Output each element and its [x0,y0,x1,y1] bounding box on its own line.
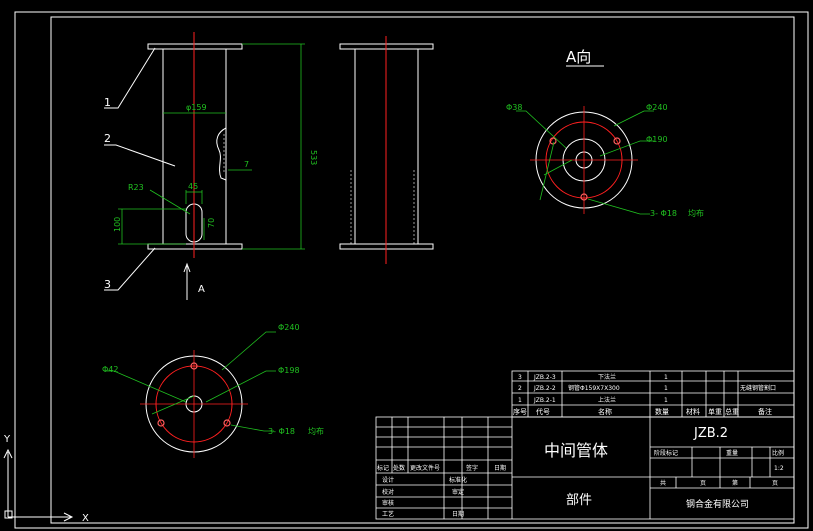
view-a-outer-dia: Φ240 [646,103,668,112]
rev-count: 处数 [393,464,405,472]
ucs-icon [3,448,74,522]
view-a-note-suffix: 均布 [688,208,704,218]
bom-row1-code: JZB.2-1 [533,397,556,404]
bottom-hole-dia: Φ42 [102,365,118,374]
bottom-flange [147,243,243,250]
bottom-pcd: Φ198 [278,366,300,375]
bom-row3-code: JZB.2-3 [533,374,556,381]
view-a-bolt-hole-dia: Φ38 [506,103,522,112]
title-block: 标记 处数 更改文件号 签字 日期 设计 校对 审核 工艺 标准化 审定 日期 … [375,416,795,520]
bom-row2-name: 钢管Φ159X7X300 [568,384,620,392]
ucs-y-label: Y [3,434,11,445]
drawing-number: JZB.2 [693,426,728,441]
bom-row2-code: JZB.2-2 [533,385,556,392]
view-a: Φ38 Φ240 Φ190 3- Φ18 均布 [506,103,704,218]
bom-header-material: 材料 [686,407,700,416]
role-review: 审核 [382,499,394,507]
part-name: 中间管体 [544,441,608,460]
bottom-outer-dia: Φ240 [278,323,300,332]
bom-row3-qty: 1 [664,374,668,381]
ucs-x-label: X [82,513,89,524]
bom-row1-name: 上法兰 [598,396,616,404]
rev-date: 日期 [494,464,506,472]
bom-row1-no: 1 [518,397,522,404]
rev-mark: 标记 [377,464,389,472]
side-view [339,36,434,264]
slot [185,203,203,243]
bottom-view: Φ240 Φ42 Φ198 3- Φ18 均布 [102,323,324,458]
bom-row2-qty: 1 [664,385,668,392]
bom-row2-note: 无缝钢管割口 [740,384,776,392]
bom-header-no: 序号 [513,407,527,416]
bottom-note-suffix: 均布 [308,426,324,436]
view-a-note: 3- Φ18 [650,209,677,218]
stage-label: 阶段标记 [654,449,678,457]
bom-header-note: 备注 [758,407,772,416]
bom-row1-qty: 1 [664,397,668,404]
wall-cutout [216,127,227,181]
bom-header-unit-weight: 单重 [708,407,722,416]
approve-label: 审定 [452,488,464,496]
std-label: 标准化 [449,476,467,484]
role-check: 校对 [382,488,394,496]
scale-value: 1:2 [774,465,784,472]
dim-weld: 7 [244,160,249,169]
sheet-unit-2: 页 [772,480,778,487]
role-process: 工艺 [382,510,394,518]
dim-pipe-diameter: φ159 [186,103,207,112]
bom-header-code: 代号 [536,407,550,416]
dim-slot-inner: 70 [207,218,216,228]
sheet-total-label: 共 [660,479,666,487]
callout-part-1: 1 [104,96,111,109]
bom-row3-name: 下法兰 [598,373,616,381]
company-name: 钢合金有限公司 [686,498,749,510]
rev-sign: 签字 [466,464,478,472]
view-a-pcd: Φ190 [646,135,668,144]
dim-slot-radius: R23 [128,183,144,192]
bom-row2-no: 2 [518,385,522,392]
callout-part-2: 2 [104,132,111,145]
callout-part-3: 3 [104,278,111,291]
weight-label: 重量 [726,449,738,457]
bom-row3-no: 3 [518,374,522,381]
view-arrow-label: A [198,284,205,295]
bom-header-name: 名称 [598,407,612,416]
sheet-unit-1: 页 [700,480,706,487]
dim-slot-height: 100 [113,217,122,232]
dim-slot-width: 45 [188,182,198,191]
role-design: 设计 [382,476,394,484]
dim-height: 533 [309,150,318,165]
category: 部件 [566,493,592,508]
bottom-note: 3- Φ18 [268,427,295,436]
bom-table: 3 JZB.2-3 下法兰 1 2 JZB.2-2 钢管Φ159X7X300 1… [511,370,795,418]
view-a-title: A向 [566,48,591,66]
sheet-no-label: 第 [732,479,738,487]
rev-file: 更改文件号 [410,464,440,472]
date-label: 日期 [452,510,464,518]
top-flange [147,43,243,50]
drawing-frame [14,11,809,529]
bom-header-total-weight: 总重 [725,407,739,416]
bom-header-qty: 数量 [655,407,669,416]
scale-label: 比例 [772,449,784,457]
front-view: φ159 533 R23 45 100 70 7 A 1 2 3 [104,32,318,300]
